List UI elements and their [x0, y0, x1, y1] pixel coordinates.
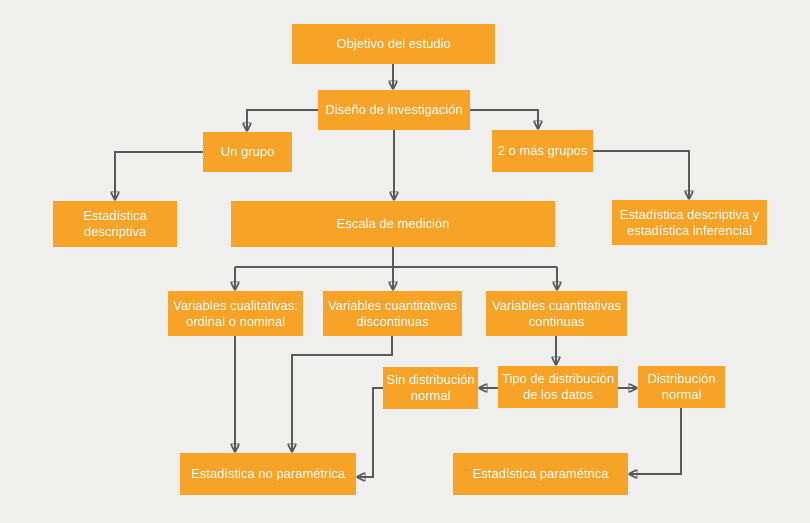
node-2-o-mas-grupos: 2 o más grupos: [492, 130, 593, 172]
node-estadistica-descriptiva: Estadística descriptiva: [53, 201, 177, 247]
node-label: Estadística paramétrica: [472, 466, 609, 481]
node-variables-cuantitativas-continuas: Variables cuantitativas continuas: [486, 291, 627, 336]
node-label: Estadística descriptiva y estadística in…: [619, 206, 760, 238]
node-label: Un grupo: [220, 144, 275, 159]
node-label: Objetivo del estudio: [336, 36, 451, 51]
edge-dos-mas-to-est-desc-inf: [593, 150, 689, 199]
edge-un-grupo-to-est-desc: [115, 151, 203, 200]
node-sin-distribucion-normal: Sin distribución normal: [383, 367, 478, 409]
node-label: Tipo de distribución de los datos: [501, 371, 615, 402]
edge-sin-dist-to-est-no-param: [358, 387, 383, 477]
node-distribucion-normal: Distribución normal: [638, 366, 725, 408]
node-estadistica-parametrica: Estadística paramétrica: [453, 453, 628, 495]
node-label: Sin distribución normal: [386, 372, 475, 403]
node-un-grupo: Un grupo: [203, 132, 292, 172]
node-label: Variables cualitativas: ordinal o nomina…: [173, 297, 298, 329]
node-variables-cualitativas: Variables cualitativas: ordinal o nomina…: [168, 291, 303, 336]
edge-dist-normal-to-est-param: [630, 408, 682, 474]
edge-diseno-to-dos-mas: [470, 109, 538, 129]
node-label: 2 o más grupos: [497, 143, 588, 158]
edge-escala-branch-trunk: [235, 247, 557, 268]
node-label: Estadística no paramétrica: [191, 466, 345, 481]
node-estadistica-no-parametrica: Estadística no paramétrica: [180, 453, 356, 495]
node-label: Estadística descriptiva: [83, 208, 147, 239]
node-diseno-de-investigacion: Diseño de investigación: [318, 90, 470, 130]
node-estadistica-descriptiva-e-inferencial: Estadística descriptiva y estadística in…: [612, 200, 767, 245]
node-tipo-de-distribucion: Tipo de distribución de los datos: [498, 366, 618, 408]
edge-diseno-to-un-grupo: [247, 109, 318, 131]
node-label: Escala de medición: [336, 216, 450, 231]
node-label: Variables cuantitativas continuas: [491, 297, 622, 329]
node-variables-cuantitativas-discontinuas: Variables cuantitativas discontinuas: [323, 291, 462, 336]
node-escala-de-medicion: Escala de medición: [231, 201, 555, 247]
node-label: Distribución normal: [647, 371, 716, 402]
node-label: Variables cuantitativas discontinuas: [327, 297, 458, 329]
edge-var-cuant-disc-to-est-no-param: [292, 336, 393, 452]
node-label: Diseño de investigación: [325, 102, 463, 117]
node-objetivo-del-estudio: Objetivo del estudio: [292, 24, 495, 64]
